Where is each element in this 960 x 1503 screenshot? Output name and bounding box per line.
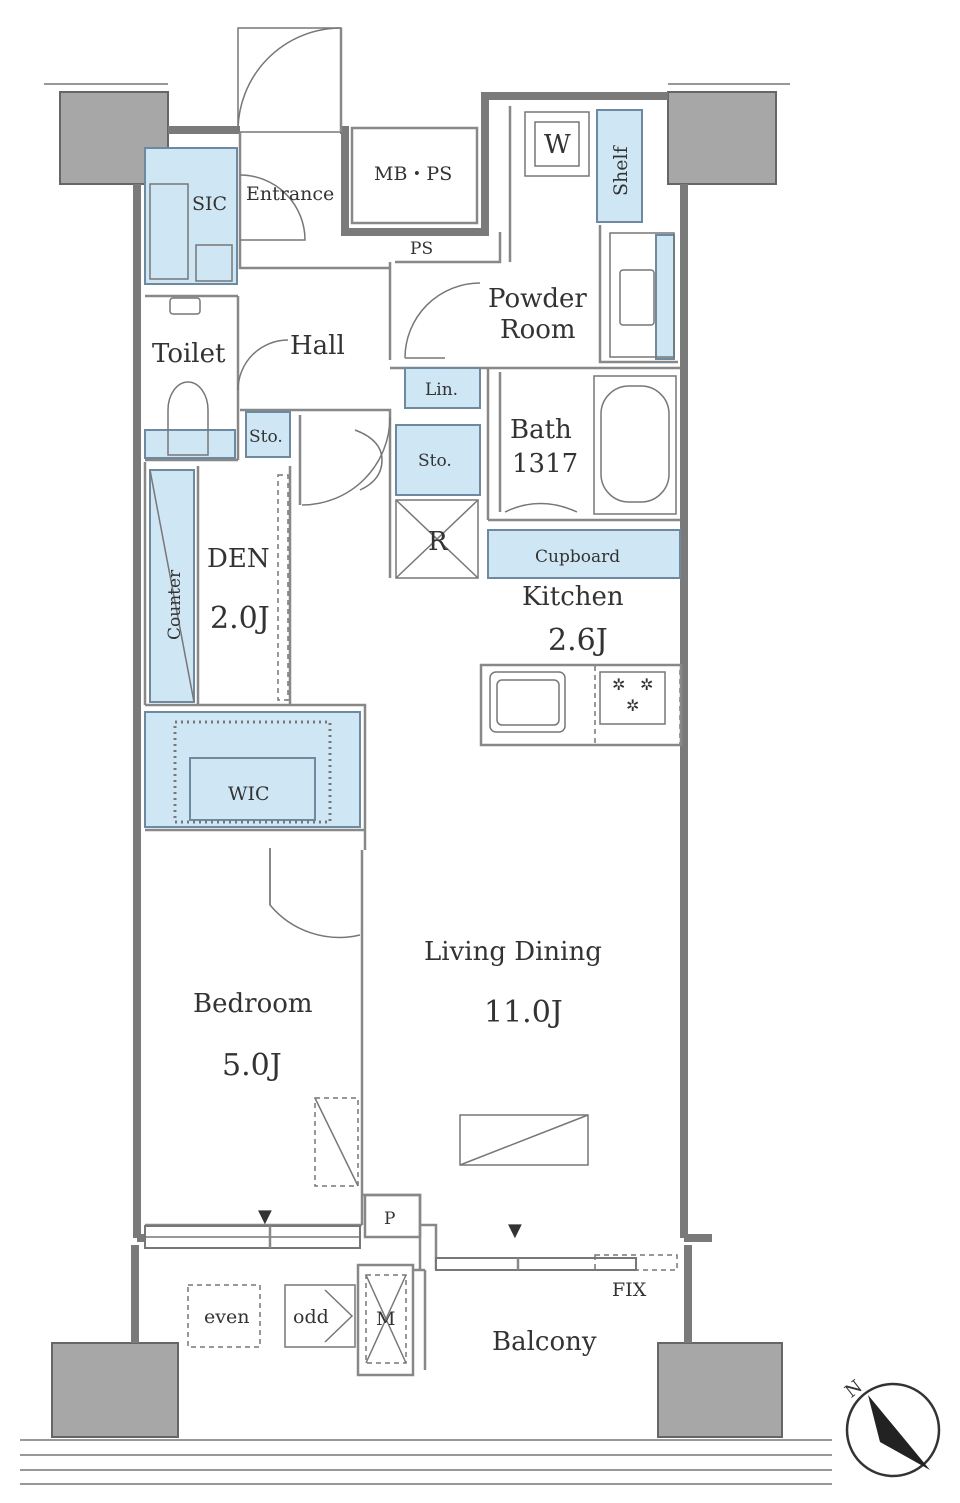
pipe-shaft (363, 1193, 422, 1239)
bedroom-label: Bedroom (193, 989, 313, 1019)
north-label: N (841, 1376, 866, 1402)
toilet-label: Toilet (152, 339, 226, 369)
shelf-label: Shelf (610, 144, 632, 196)
living-dining-area-label: 11.0J (484, 995, 563, 1030)
meter-label: M (376, 1308, 395, 1330)
balcony-fixtures (187, 1263, 427, 1377)
den-label: DEN (207, 544, 270, 574)
washer-label: W (544, 130, 571, 160)
mb-ps-label: MB・PS (374, 163, 452, 185)
living-dining-label: Living Dining (424, 937, 602, 967)
powder-room-label-2: Room (500, 315, 576, 345)
svg-text:▼: ▼ (258, 1206, 272, 1227)
pipe-label: P (384, 1209, 395, 1229)
bath-size-label: 1317 (512, 449, 578, 479)
fridge-space (395, 499, 479, 579)
storage-left-label: Sto. (249, 427, 283, 447)
sic-storage (144, 147, 238, 285)
bedroom-hatch (314, 1097, 359, 1187)
sash-windows[interactable]: ▼ ▼ (144, 1206, 678, 1271)
cupboard-label: Cupboard (535, 547, 620, 567)
pillar-top-right (667, 91, 777, 185)
kitchen-label: Kitchen (522, 582, 624, 612)
exterior-walls (131, 92, 712, 1343)
even-unit (187, 1284, 261, 1348)
mb-ps-closet (350, 126, 479, 225)
storage-center-label: Sto. (418, 451, 452, 471)
refrigerator-label: R (428, 527, 449, 557)
north-compass: N (841, 1376, 941, 1478)
interior-doors[interactable] (237, 174, 481, 939)
sic-label: SIC (192, 193, 227, 215)
interior-partitions (143, 106, 680, 1270)
fix-label: FIX (612, 1279, 647, 1301)
bath-label: Bath (510, 415, 572, 445)
storage-left (245, 411, 291, 458)
svg-text:✲: ✲ (612, 675, 625, 694)
pillar-bottom-left (51, 1342, 179, 1438)
linen-label: Lin. (425, 380, 458, 400)
svg-text:✲: ✲ (626, 696, 639, 715)
svg-text:▼: ▼ (508, 1220, 522, 1241)
kitchen-area-label: 2.6J (548, 623, 608, 658)
hall-label: Hall (290, 331, 345, 361)
structural-pillars (51, 91, 783, 1438)
meter-box (356, 1263, 415, 1377)
ceiling-fixture (459, 1114, 589, 1166)
linen-storage (404, 367, 481, 409)
powder-room-label-1: Powder (488, 284, 587, 314)
shelf-storage (596, 109, 643, 223)
counter-label: Counter (165, 569, 185, 640)
den-area-label: 2.0J (210, 601, 270, 636)
toilet-bowl (167, 297, 209, 456)
bedroom-area-label: 5.0J (222, 1048, 282, 1083)
balcony-slab (20, 83, 832, 1485)
bathtub (498, 372, 677, 515)
kitchen-counter: ✲ ✲ ✲ (479, 663, 683, 747)
balcony-label: Balcony (492, 1327, 597, 1357)
washroom-shelf (655, 234, 675, 360)
entrance-label: Entrance (246, 183, 334, 205)
svg-text:✲: ✲ (640, 675, 653, 694)
odd-label: odd (293, 1306, 329, 1328)
pillar-bottom-right (657, 1342, 783, 1438)
storage-center (395, 424, 481, 496)
washer-space (524, 111, 590, 177)
entrance-door[interactable] (237, 27, 343, 133)
ps-label: PS (410, 239, 433, 259)
washbasin (609, 232, 675, 358)
wic-label: WIC (228, 783, 270, 805)
toilet-counter (144, 429, 236, 459)
room-labels: SIC Entrance MB・PS PS W Shelf Powder Roo… (152, 130, 647, 1357)
even-label: even (204, 1306, 249, 1328)
cupboard (487, 529, 681, 579)
